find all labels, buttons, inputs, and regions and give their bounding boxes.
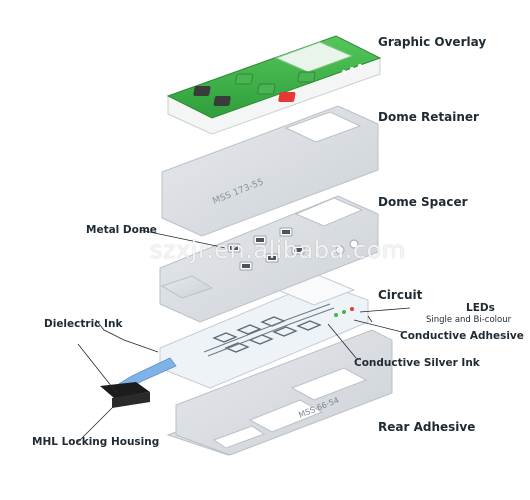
overlay-button-red: [278, 92, 296, 102]
label-circuit: Circuit: [378, 288, 423, 302]
callout-mhl-locking-housing: MHL Locking Housing: [32, 436, 160, 448]
graphic-overlay-layer: [166, 35, 382, 135]
dome-retainer-layer: MSS 173-55: [161, 105, 379, 237]
leader-lines: [77, 229, 411, 443]
callout-metal-dome: Metal Dome: [86, 224, 157, 236]
label-dome-spacer: Dome Spacer: [378, 195, 468, 209]
led-green-2: [342, 310, 346, 314]
led-red: [350, 307, 354, 311]
callout-conductive-silver-ink: Conductive Silver Ink: [354, 357, 480, 369]
rear-adhesive-layer: MSS 66·54: [166, 329, 393, 456]
callout-dielectric-ink: Dielectric Ink: [44, 318, 123, 330]
circuit-layer: [100, 274, 369, 408]
callout-leds: LEDs: [466, 302, 495, 314]
led-green-1: [334, 313, 338, 317]
overlay-button-dark-1: [193, 86, 211, 96]
callout-conductive-adhesive: Conductive Adhesive: [400, 330, 524, 342]
label-graphic-overlay: Graphic Overlay: [378, 35, 487, 49]
label-rear-adhesive: Rear Adhesive: [378, 420, 476, 434]
overlay-button-green-2: [257, 83, 276, 95]
overlay-button-green-3: [297, 71, 316, 83]
label-dome-retainer: Dome Retainer: [378, 110, 479, 124]
overlay-button-dark-2: [213, 96, 231, 106]
watermark: szxjr.en.alibaba.com: [150, 236, 406, 264]
overlay-button-green-1: [235, 73, 254, 85]
callout-leds-sub: Single and Bi-colour: [426, 315, 512, 325]
dome-spacer-strip: [160, 275, 214, 299]
dome-spacer-layer: [159, 195, 379, 323]
